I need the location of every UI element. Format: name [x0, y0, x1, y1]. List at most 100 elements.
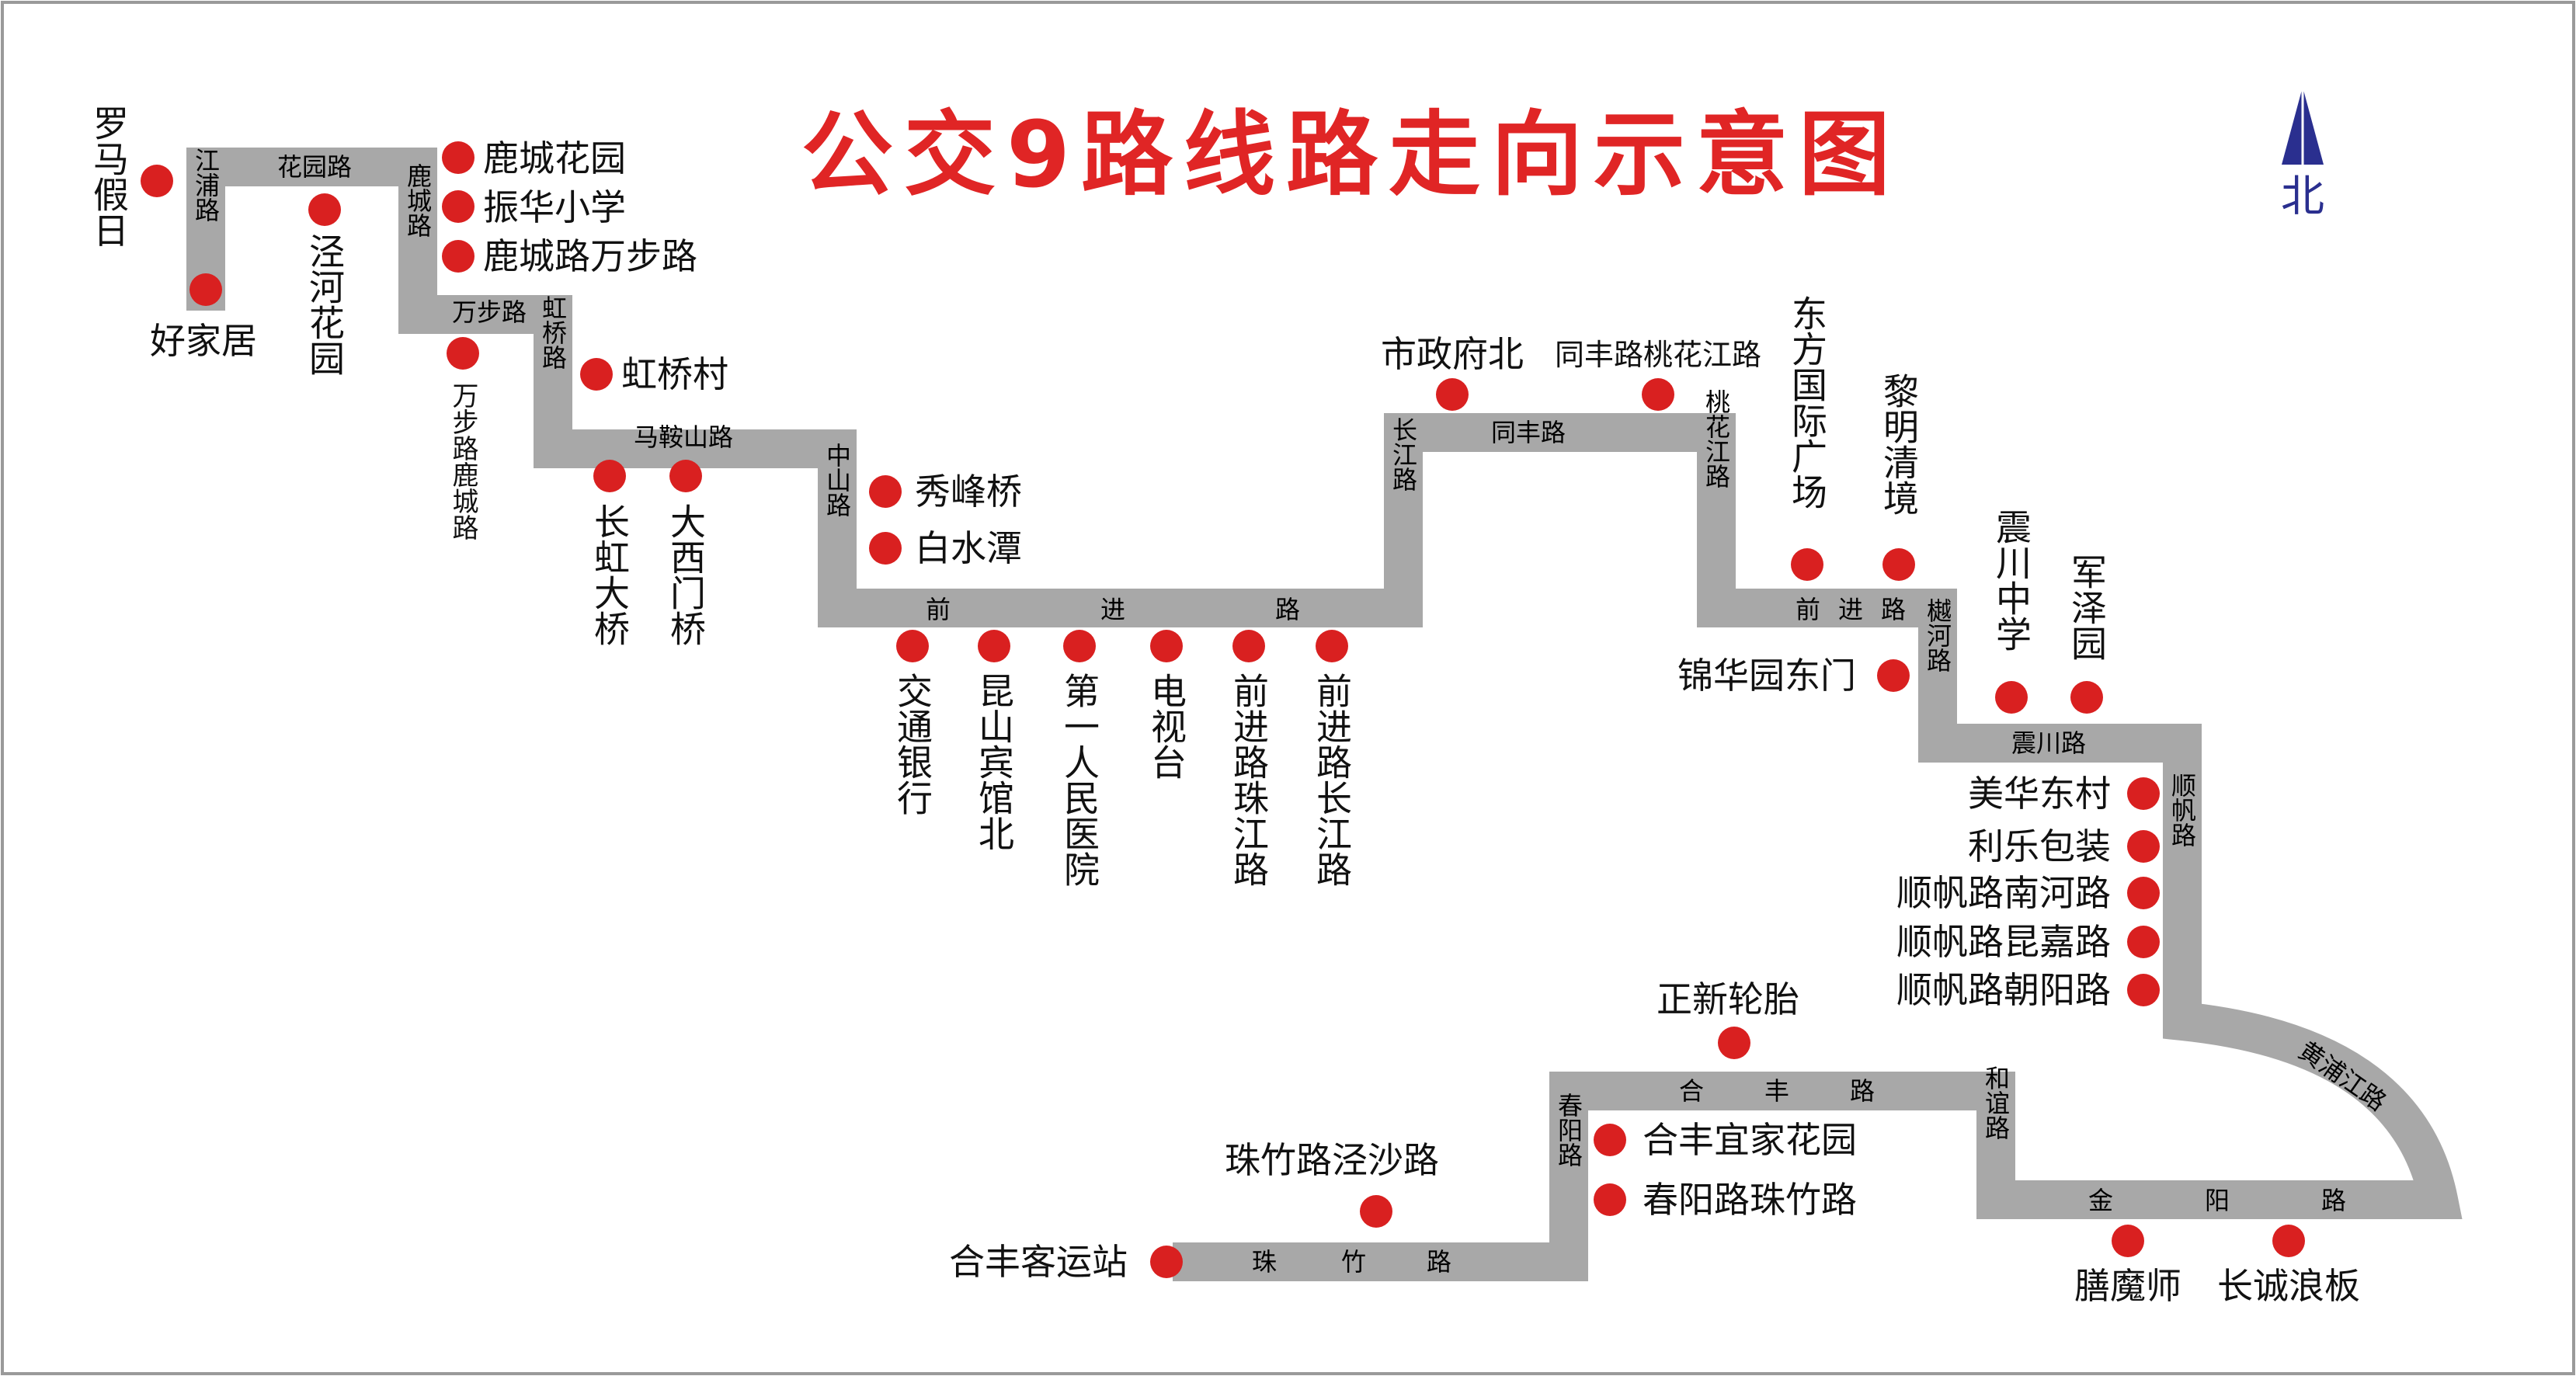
stop-dot [869, 475, 902, 508]
stop-dot [141, 165, 173, 197]
stop-dot [2112, 1225, 2144, 1257]
map-title: 公交9路线路走向示意图 [801, 101, 1901, 208]
stop-label: 昆山宾馆北 [973, 672, 1015, 851]
stop-dot [1594, 1183, 1626, 1216]
stop-dot [669, 460, 702, 492]
stop-dot [1360, 1195, 1392, 1228]
stop-label: 利乐包装 [1968, 825, 2111, 867]
stop-dot [2127, 926, 2160, 958]
road-label: 合 [1679, 1076, 1704, 1106]
stop-label: 前进路珠江路 [1228, 672, 1270, 887]
stop-label: 长虹大桥 [589, 503, 631, 646]
road-label: 和谊路 [1981, 1065, 2011, 1140]
road-label: 虹桥路 [538, 295, 568, 370]
stop-label: 军泽园 [2066, 554, 2108, 661]
road-label: 樾河路 [1923, 598, 1952, 672]
stop-dot [1316, 630, 1348, 662]
stop-label: 美华东村 [1968, 773, 2111, 815]
stop-dot [2127, 974, 2160, 1006]
stop-label: 万步路鹿城路 [447, 382, 478, 540]
road-label: 马鞍山路 [634, 422, 733, 452]
road-label: 同丰路 [1491, 418, 1566, 447]
stop-label: 长诚浪板 [2217, 1265, 2360, 1307]
stop-dot [1995, 681, 2028, 714]
road-label: 进 [1838, 595, 1863, 624]
stop-label: 大西门桥 [665, 503, 707, 646]
stop-dot [1718, 1027, 1750, 1059]
stop-label: 好家居 [150, 320, 257, 362]
road-label: 路 [1427, 1247, 1451, 1277]
route-path [186, 148, 2463, 1281]
stop-dot [1882, 548, 1915, 581]
road-label: 路 [2321, 1186, 2346, 1215]
stop-dot [1232, 630, 1265, 662]
stop-label: 锦华园东门 [1677, 655, 1856, 697]
stop-dots [141, 141, 2305, 1278]
stop-label: 交通银行 [892, 672, 933, 815]
stop-label: 秀峰桥 [915, 471, 1022, 513]
road-label: 丰 [1764, 1076, 1789, 1106]
stop-dot [1063, 630, 1096, 662]
stop-dot [580, 358, 613, 391]
stop-dot [869, 532, 902, 565]
road-labels: 江浦路 花园路 鹿城路 万步路 虹桥路 马鞍山路 中山路 前 进 路 长江路 同… [191, 148, 2392, 1277]
stop-dot [2127, 877, 2160, 909]
stop-dot [2272, 1225, 2305, 1257]
stop-label: 泾河花园 [304, 233, 346, 376]
stop-dot [442, 141, 475, 174]
stop-label: 春阳路珠竹路 [1643, 1179, 1857, 1221]
road-label: 万步路 [452, 297, 527, 327]
stop-label: 黎明清境 [1878, 373, 1920, 516]
stop-label: 虹桥村 [621, 353, 728, 395]
road-label: 江浦路 [191, 148, 221, 222]
road-label: 路 [1881, 595, 1906, 624]
road-label: 前 [1796, 595, 1820, 624]
stop-dot [2127, 830, 2160, 863]
stop-label: 合丰宜家花园 [1643, 1119, 1857, 1161]
stop-dot [896, 630, 929, 662]
stop-label: 白水潭 [915, 527, 1022, 569]
stop-dot [1791, 548, 1823, 581]
road-label: 进 [1100, 595, 1125, 624]
north-label: 北 [2281, 172, 2324, 222]
stop-label: 前进路长江路 [1311, 672, 1353, 887]
stop-label: 第一人民医院 [1059, 672, 1100, 887]
stop-dot [1877, 659, 1910, 692]
north-arrow-icon [2282, 87, 2324, 165]
stop-dot [447, 337, 479, 370]
road-label: 顺帆路 [2168, 773, 2197, 847]
stop-label: 震川中学 [1990, 509, 2032, 652]
road-label: 路 [1275, 595, 1300, 624]
stop-label: 膳魔师 [2074, 1265, 2181, 1307]
road-label: 花园路 [277, 152, 352, 182]
stop-dot [1436, 378, 1469, 411]
road-label: 路 [1850, 1076, 1875, 1106]
road-label: 桃花江路 [1702, 389, 1731, 488]
road-label: 中山路 [822, 443, 852, 517]
stop-label: 顺帆路南河路 [1896, 872, 2111, 914]
stop-dot [978, 630, 1010, 662]
road-label: 鹿城路 [403, 163, 433, 238]
stop-label: 同丰路桃花江路 [1555, 338, 1761, 372]
stop-dot [1594, 1124, 1626, 1156]
stop-dot [442, 190, 475, 223]
stop-dot [442, 240, 475, 273]
stop-label: 东方国际广场 [1786, 295, 1828, 509]
stop-label: 珠竹路泾沙路 [1225, 1139, 1439, 1181]
stop-dot [308, 193, 341, 226]
road-label: 阳 [2205, 1186, 2230, 1215]
stop-dot [1150, 630, 1183, 662]
stop-label: 鹿城花园 [483, 137, 626, 179]
stop-dot [2070, 681, 2103, 714]
stop-label: 电视台 [1145, 672, 1187, 780]
stop-label: 合丰客运站 [949, 1241, 1128, 1283]
stop-label: 正新轮胎 [1656, 978, 1799, 1020]
stop-label: 顺帆路昆嘉路 [1896, 921, 2111, 963]
stop-label: 罗马假日 [88, 105, 130, 248]
stop-label: 鹿城路万步路 [483, 235, 697, 277]
stop-label: 市政府北 [1381, 333, 1524, 375]
road-label: 珠 [1252, 1247, 1277, 1277]
